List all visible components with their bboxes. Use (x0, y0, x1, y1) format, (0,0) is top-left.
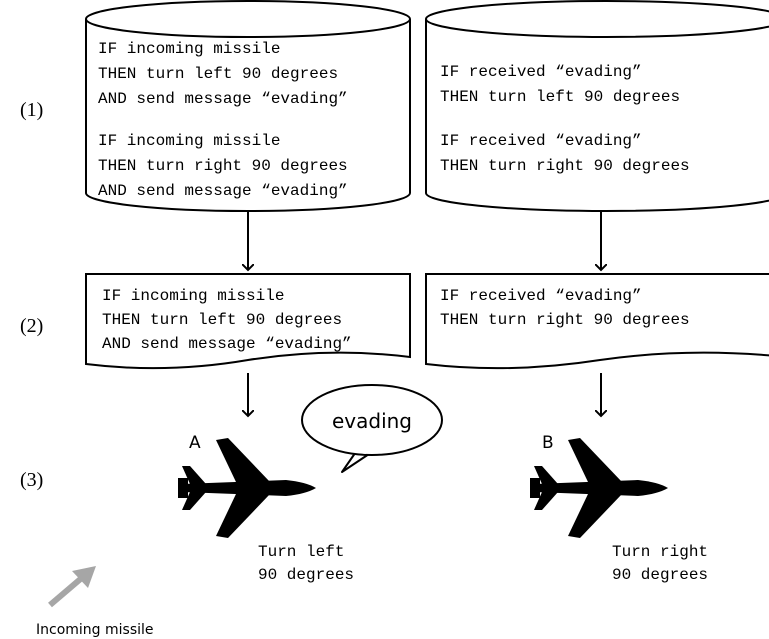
rule-base-a-rule2-line3: AND send message “evading” (98, 182, 348, 200)
rule-base-b: IF received “evading” THEN turn left 90 … (425, 0, 769, 212)
rule-base-a-rule2-line2: THEN turn right 90 degrees (98, 157, 348, 175)
rule-base-a-rule2-line1: IF incoming missile (98, 132, 280, 150)
rule-base-b-rule2-line2: THEN turn right 90 degrees (440, 157, 690, 175)
speech-bubble: evading (301, 384, 443, 473)
action-a-line1: Turn left (258, 543, 344, 561)
missile-arrow-icon (48, 566, 96, 608)
action-a-line2: 90 degrees (258, 566, 354, 584)
missile-label: Incoming missile (36, 622, 154, 638)
selected-rule-a-line2: THEN turn left 90 degrees (102, 311, 342, 329)
selected-rule-b-line2: THEN turn right 90 degrees (440, 311, 690, 329)
speech-bubble-text: evading (332, 409, 412, 433)
stage-label-1: (1) (20, 99, 43, 121)
aircraft-b-icon (530, 438, 668, 538)
rule-base-a-rule1-line2: THEN turn left 90 degrees (98, 65, 338, 83)
stage-label-2: (2) (20, 315, 43, 337)
rule-base-b-rule2-line1: IF received “evading” (440, 132, 642, 150)
aircraft-a-icon (178, 438, 316, 538)
selected-rule-a-line3: AND send message “evading” (102, 335, 352, 353)
action-b-line2: 90 degrees (612, 566, 708, 584)
selected-rule-a: IF incoming missile THEN turn left 90 de… (85, 273, 411, 370)
selected-rule-b-line1: IF received “evading” (440, 287, 642, 305)
rule-base-a-rule1-line1: IF incoming missile (98, 40, 280, 58)
rule-base-a: IF incoming missile THEN turn left 90 de… (85, 0, 411, 212)
rule-base-b-rule1-line2: THEN turn left 90 degrees (440, 88, 680, 106)
rule-base-a-rule1-line3: AND send message “evading” (98, 90, 348, 108)
action-b-line1: Turn right (612, 543, 708, 561)
aircraft-b-label: B (542, 433, 554, 453)
stage-label-3: (3) (20, 469, 43, 491)
rule-base-b-rule1-line1: IF received “evading” (440, 63, 642, 81)
selected-rule-b: IF received “evading” THEN turn right 90… (425, 273, 769, 370)
selected-rule-a-line1: IF incoming missile (102, 287, 284, 305)
aircraft-a-label: A (189, 433, 201, 453)
